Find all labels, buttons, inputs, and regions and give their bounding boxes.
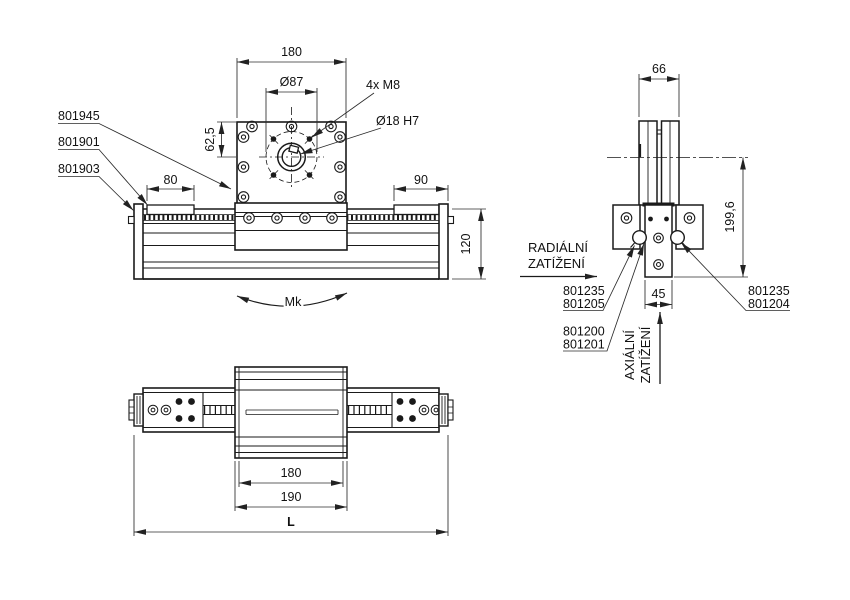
gearbox-flange	[236, 107, 347, 205]
part-label-801235-right: 801235	[748, 284, 790, 298]
part-label-801901: 801901	[58, 135, 100, 149]
top-end-cap-right	[438, 393, 449, 427]
cover-strip-right	[393, 204, 440, 216]
part-label-801903: 801903	[58, 162, 100, 176]
side-view: 66 199,6 45 RADIÁLNÍ ZATÍŽENÍ AXIÁLNÍ ZA…	[520, 62, 790, 384]
m8-holes	[270, 136, 313, 178]
radial-load-label-line2: ZATÍŽENÍ	[528, 256, 585, 271]
end-cap-left	[133, 203, 144, 280]
dim-width-66: 66	[652, 62, 666, 76]
torque-arc	[236, 292, 348, 307]
roller-left	[632, 229, 648, 245]
roller-right	[670, 229, 686, 245]
front-view: 180 Ø87 4x M8 Ø18 H7 62,5 80 90 120 Mk 8…	[58, 45, 486, 311]
side-carriage	[612, 204, 704, 278]
dim-holes-4xm8: 4x M8	[366, 78, 400, 92]
side-dimensions	[520, 74, 790, 384]
dim-length-l: L	[287, 515, 295, 529]
part-label-801200: 801200	[563, 325, 605, 339]
axial-load-label-line1: AXIÁLNÍ	[622, 330, 637, 380]
part-label-801945: 801945	[58, 109, 100, 123]
dim-center-height-62-5: 62,5	[203, 127, 217, 151]
keyway	[288, 144, 300, 154]
top-carriage	[234, 366, 348, 459]
radial-load-label-line1: RADIÁLNÍ	[528, 240, 588, 255]
top-view: 180 190 L	[128, 366, 454, 536]
part-label-801205: 801205	[563, 297, 605, 311]
front-carriage	[234, 202, 348, 251]
dim-bore-18h7: Ø18 H7	[376, 114, 419, 128]
axial-load-label-line2: ZATÍŽENÍ	[638, 326, 653, 383]
dim-cover-left-80: 80	[164, 173, 178, 187]
end-cap-right	[438, 203, 449, 280]
dim-bolt-circle-87: Ø87	[280, 75, 304, 89]
end-plug-left	[127, 215, 135, 225]
dim-height-199-6: 199,6	[723, 201, 737, 232]
part-label-801201: 801201	[563, 338, 605, 352]
dim-height-120: 120	[459, 234, 473, 255]
top-dimensions	[133, 435, 449, 536]
part-label-801235-left: 801235	[563, 284, 605, 298]
part-label-801204: 801204	[748, 297, 790, 311]
end-plug-right	[447, 215, 455, 225]
torque-label-mk: Mk	[285, 295, 302, 309]
column-profile	[638, 120, 680, 207]
dim-outer-190: 190	[281, 490, 302, 504]
bolt-circle	[265, 131, 318, 183]
dim-cover-right-90: 90	[414, 173, 428, 187]
dim-base-45: 45	[652, 287, 666, 301]
dim-inner-180: 180	[281, 466, 302, 480]
cover-strip-left	[146, 204, 195, 216]
carriage-screws	[243, 212, 338, 224]
front-dimensions	[58, 58, 486, 307]
dim-width-180: 180	[281, 45, 302, 59]
top-end-cap-left	[133, 393, 144, 427]
shaft-bore	[276, 142, 307, 172]
